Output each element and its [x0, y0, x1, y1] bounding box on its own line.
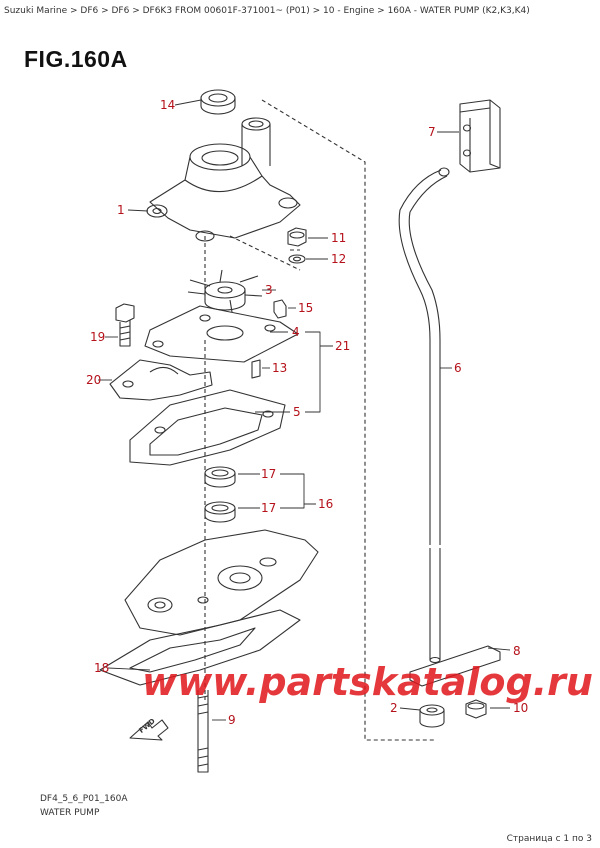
part-label-17-upper[interactable]: 17	[261, 467, 277, 481]
assembly-line-main	[261, 99, 435, 741]
part-label-7[interactable]: 7	[428, 125, 436, 139]
part-label-17-lower[interactable]: 17	[261, 501, 277, 515]
part-label-4[interactable]: 4	[292, 325, 300, 339]
part-label-6[interactable]: 6	[454, 361, 462, 375]
bolt-10	[465, 699, 487, 719]
part-label-15[interactable]: 15	[298, 301, 314, 315]
stud-bolt-9	[197, 690, 209, 773]
bolt-19	[115, 303, 135, 347]
impeller-3	[187, 269, 263, 313]
diagram-name: WATER PUMP	[40, 808, 100, 818]
part-label-11[interactable]: 11	[331, 231, 347, 245]
part-label-16[interactable]: 16	[318, 497, 334, 511]
grommet-7	[459, 99, 501, 173]
part-label-8[interactable]: 8	[513, 644, 521, 658]
bracket-8	[409, 645, 501, 687]
water-tube-6	[398, 167, 450, 664]
part-label-9[interactable]: 9	[228, 713, 236, 727]
part-label-21[interactable]: 21	[335, 339, 351, 353]
part-label-2[interactable]: 2	[390, 701, 398, 715]
washer-12	[288, 254, 306, 264]
gasket-20	[109, 359, 213, 401]
watermark-text: www.partskatalog.ru	[142, 660, 593, 704]
gasket-5	[129, 389, 286, 466]
diagram-code: DF4_5_6_P01_160A	[40, 794, 128, 804]
part-label-3[interactable]: 3	[265, 283, 273, 297]
part-label-19[interactable]: 19	[90, 330, 106, 344]
gasket-18	[99, 609, 301, 686]
pin-13	[251, 359, 261, 379]
breadcrumb: Suzuki Marine > DF6 > DF6 > DF6K3 FROM 0…	[4, 6, 530, 16]
fwd-arrow-icon	[129, 719, 169, 741]
part-label-13[interactable]: 13	[272, 361, 288, 375]
leader-lines	[98, 99, 511, 721]
page-info: Страница с 1 по 3	[506, 834, 592, 844]
grommet-2	[419, 704, 445, 728]
part-label-12[interactable]: 12	[331, 252, 347, 266]
part-label-14[interactable]: 14	[160, 98, 176, 112]
nut-11	[287, 227, 307, 247]
plate-4	[144, 305, 299, 363]
part-label-20[interactable]: 20	[86, 373, 102, 387]
figure-title: FIG.160A	[24, 46, 128, 72]
part-label-10[interactable]: 10	[513, 701, 529, 715]
oil-seal-14	[200, 89, 236, 115]
pump-case-1	[146, 143, 301, 242]
oil-seal-17-upper	[204, 466, 236, 488]
oil-seal-17-lower	[204, 501, 236, 523]
lower-case-16	[124, 529, 319, 636]
part-label-18[interactable]: 18	[94, 661, 110, 675]
part-label-1[interactable]: 1	[117, 203, 125, 217]
key-15	[273, 299, 287, 319]
housing-tube-stub	[241, 117, 271, 166]
part-label-5[interactable]: 5	[293, 405, 301, 419]
